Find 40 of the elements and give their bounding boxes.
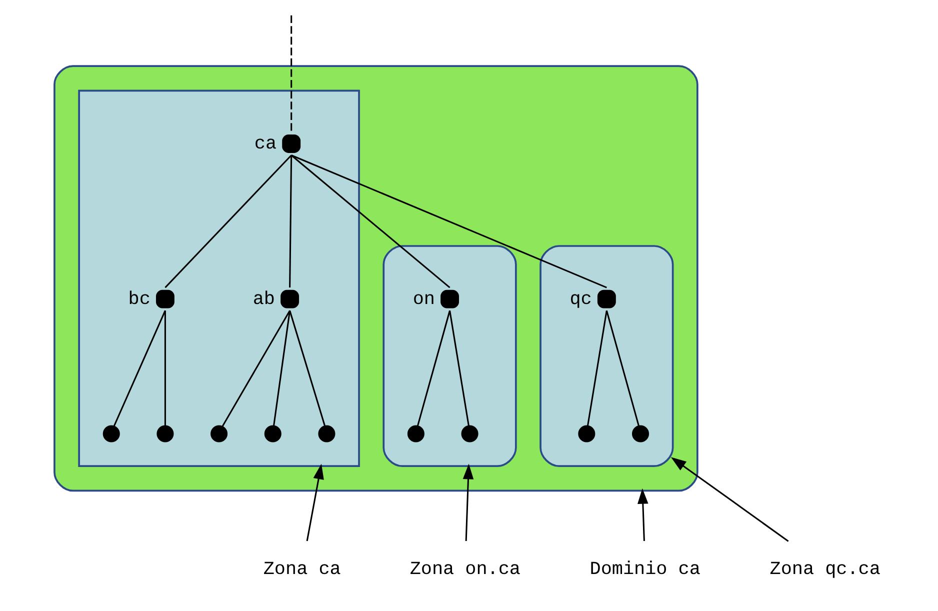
arrow [638,488,648,542]
connector [449,310,470,426]
connector [273,310,291,426]
connector [606,310,640,426]
node-circle [318,425,336,442]
node-label: on [412,288,435,310]
connector [290,154,450,288]
cluster [540,245,674,467]
node-circle [461,425,478,442]
connector [586,310,608,426]
node-text: Zona qc.ca [770,558,880,580]
connector [289,155,292,288]
node-text: Dominio ca [590,558,700,580]
node-circle [632,425,650,442]
connector [289,310,326,426]
node-circle [102,425,120,442]
cluster [78,90,360,467]
connector [164,310,166,426]
connector [290,15,292,132]
connector [417,310,451,426]
connector [164,154,292,288]
node-label: qc [570,288,592,310]
node-text: Zona ca [263,558,341,580]
cluster [382,245,517,467]
cluster [54,65,698,492]
node-circle [156,425,174,442]
node-circle [210,425,228,442]
node-circle [407,425,424,442]
node-circle [264,425,282,442]
connector [222,310,290,427]
node-text: Zona on.ca [410,558,520,580]
node-circle [578,425,596,442]
arrow [306,464,324,542]
node-label: ab [252,288,276,310]
node-label: bc [128,288,150,310]
connector [291,154,607,288]
arrow [670,457,789,542]
connector [113,310,166,427]
arrow [462,464,474,542]
node-label: ca [254,133,277,154]
